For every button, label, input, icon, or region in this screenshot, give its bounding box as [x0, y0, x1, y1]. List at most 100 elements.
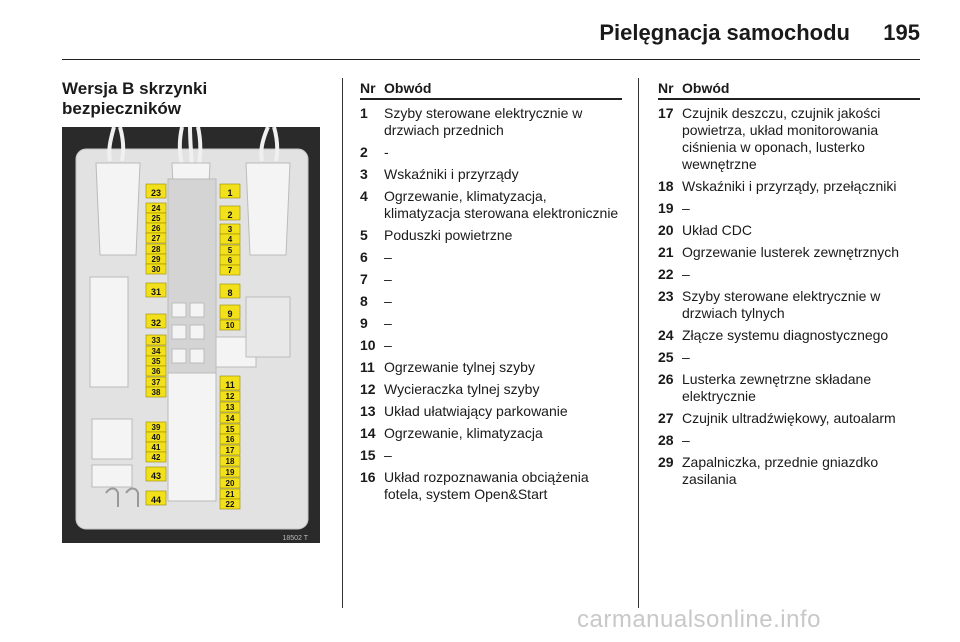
fuse-label-text: 3 [228, 225, 233, 234]
fuse-circuit: – [682, 432, 690, 448]
fuse-label-text: 31 [151, 287, 161, 297]
fuse-circuit: Ogrzewanie tylnej szyby [384, 359, 535, 375]
fuse-number: 7 [360, 271, 368, 287]
fuse-circuit: Ogrzewanie, klimatyzacja, klimatyzacja s… [384, 188, 619, 221]
fuse-entry: 23 Szyby sterowane elektrycznie w drzwiac… [658, 288, 920, 322]
fuse-label: 27 [145, 232, 167, 244]
fuse-label-text: 4 [228, 235, 233, 244]
fuse-label: 43 [145, 466, 167, 482]
fuse-label-text: 30 [152, 265, 161, 274]
fuse-circuit: – [384, 249, 392, 265]
fuse-number: 15 [360, 447, 376, 463]
fuse-label-text: 19 [226, 468, 235, 477]
fuse-label-text: 35 [152, 357, 161, 366]
fuse-label-text: 17 [226, 446, 235, 455]
fuse-label: 36 [145, 365, 167, 377]
fuse-circuit: Wskaźniki i przyrządy, przełączniki [682, 178, 897, 194]
fuse-label: 30 [145, 263, 167, 275]
fuse-label: 35 [145, 355, 167, 367]
fuse-number: 4 [360, 188, 368, 204]
fuse-entry: 13 Układ ułatwiający parkowanie [360, 403, 622, 420]
fuse-label: 17 [219, 444, 241, 456]
fuse-label: 10 [219, 319, 241, 331]
fuse-label: 32 [145, 313, 167, 329]
header-circuit: Obwód [682, 80, 730, 96]
fuse-label-text: 27 [152, 234, 161, 243]
fuse-number: 3 [360, 166, 368, 182]
fuse-label: 11 [219, 375, 241, 391]
fuse-label-text: 7 [228, 266, 233, 275]
fuse-circuit: Układ rozpoznawania obciążenia fotela, s… [384, 469, 589, 502]
fuse-entry: 15– [360, 447, 622, 464]
fuse-circuit: – [682, 349, 690, 365]
fuse-circuit: Czujnik ultradźwiękowy, autoalarm [682, 410, 896, 426]
fuse-entry: 22– [658, 266, 920, 283]
fuse-number: 29 [658, 454, 674, 470]
watermark: carmanualsonline.info [577, 606, 821, 633]
fuse-label: 12 [219, 390, 241, 402]
fuse-label-text: 15 [226, 425, 235, 434]
fuse-circuit: Wskaźniki i przyrządy [384, 166, 519, 182]
fuse-number: 1 [360, 105, 368, 121]
fuse-label: 23 [145, 183, 167, 199]
fuse-entry: 9– [360, 315, 622, 332]
fuse-circuit: Układ CDC [682, 222, 753, 238]
fuse-label: 37 [145, 376, 167, 388]
fuse-number: 6 [360, 249, 368, 265]
fuse-label-text: 24 [152, 204, 161, 213]
fuse-label: 2 [219, 205, 241, 221]
fuse-number: 11 [360, 359, 375, 375]
fuse-label-text: 6 [228, 256, 233, 265]
fuse-label: 25 [145, 212, 167, 224]
fuse-circuit: Wycieraczka tylnej szyby [384, 381, 540, 397]
fuse-label: 14 [219, 412, 241, 424]
fuse-circuit: Złącze systemu diagnostycznego [682, 327, 889, 343]
fuse-number: 20 [658, 222, 674, 238]
fuse-entry: 25– [658, 349, 920, 366]
fuse-circuit: Szyby sterowane elektrycznie w drzwiach … [682, 288, 881, 321]
header-circuit: Obwód [384, 80, 432, 96]
fuse-entry: 7– [360, 271, 622, 288]
fuse-label-text: 1 [227, 188, 232, 198]
fuse-circuit: Układ ułatwiający parkowanie [384, 403, 568, 419]
fuse-circuit: Poduszki powietrzne [384, 227, 513, 243]
fuse-circuit: – [384, 337, 392, 353]
fuse-label-text: 2 [227, 210, 232, 220]
fuse-label: 42 [145, 451, 167, 463]
fuse-label-text: 20 [226, 479, 235, 488]
fuse-entry: 20 Układ CDC [658, 222, 920, 239]
fuse-circuit: - [384, 144, 389, 160]
fuse-label-text: 14 [226, 414, 235, 423]
fuse-label-text: 21 [226, 490, 235, 499]
fuse-number: 13 [360, 403, 376, 419]
fuse-label: 22 [219, 498, 241, 510]
fuse-entry: 4 Ogrzewanie, klimatyzacja, klimatyzacja … [360, 188, 622, 222]
fuse-label: 20 [219, 477, 241, 489]
fuse-entry: 11 Ogrzewanie tylnej szyby [360, 359, 622, 376]
fuse-number: 12 [360, 381, 376, 397]
header-nr: Nr [658, 80, 674, 96]
fuse-label: 6 [219, 254, 241, 266]
fuse-number: 10 [360, 337, 376, 353]
fuse-list: 1 Szyby sterowane elektrycznie w drzwiach… [360, 105, 622, 503]
column-divider-left [342, 78, 343, 608]
fuse-number: 27 [658, 410, 674, 426]
fuse-circuit: Ogrzewanie lusterek zewnętrznych [682, 244, 900, 260]
fuse-number: 23 [658, 288, 674, 304]
fuse-label: 31 [145, 282, 167, 298]
fuse-label-text: 41 [152, 443, 161, 452]
fuse-number: 9 [360, 315, 368, 331]
fuse-label: 39 [145, 421, 167, 433]
fuse-label-text: 28 [152, 245, 161, 254]
fuse-entry: 10– [360, 337, 622, 354]
fuse-label-text: 5 [228, 246, 233, 255]
fuse-label: 1 [219, 183, 241, 199]
fuse-circuit: Szyby sterowane elektrycznie w drzwiach … [384, 105, 583, 138]
